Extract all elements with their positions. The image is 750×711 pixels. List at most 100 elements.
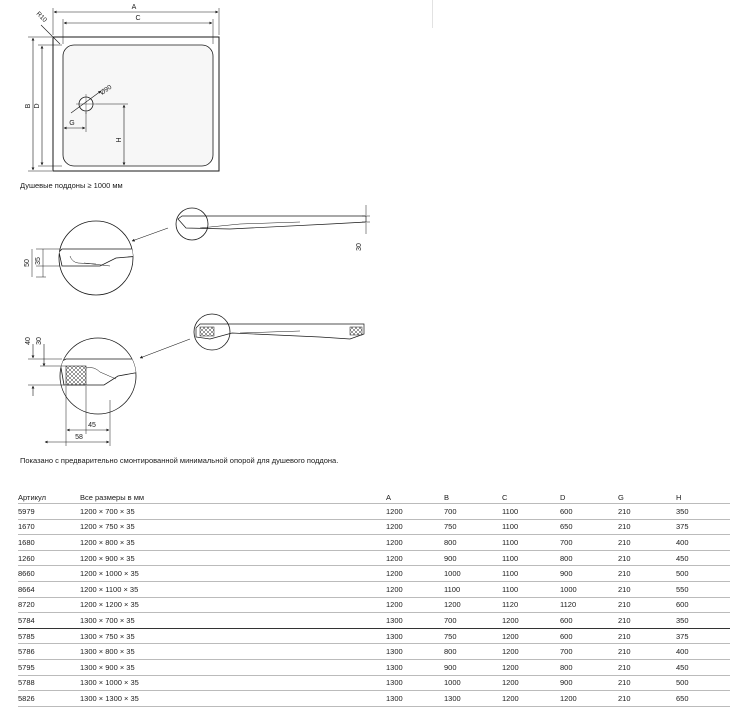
cell: 210 [618,643,676,660]
height-30-label: 30 [36,337,43,345]
cell: 1100 [502,503,560,520]
cell: 1200 [502,675,560,692]
cell: 1300 [386,675,444,692]
cell: 5795 [18,659,80,676]
header-h: H [676,491,730,504]
cell: 1200 [560,690,618,707]
table-row: 1670 1200 × 750 × 35 1200 750 1100 650 2… [18,519,730,536]
technical-drawing: A C R10 B D Ø90 G H 30 50 35 [24,4,370,446]
cell: 1300 × 800 × 35 [80,643,386,660]
cell: 1300 [386,628,444,645]
header-c: C [502,491,560,504]
width-45-label: 45 [88,422,96,429]
cell: 1100 [444,581,502,598]
cell: 8660 [18,565,80,582]
cell: 800 [444,643,502,660]
trays-caption: Душевые поддоны ≥ 1000 мм [20,181,123,190]
cell: 500 [676,565,730,582]
cell: 1300 [386,659,444,676]
cell: 1200 [386,503,444,520]
cell: 1300 × 1300 × 35 [80,690,386,707]
cell: 210 [618,690,676,707]
cell: 550 [676,581,730,598]
cell: 800 [560,550,618,567]
header-a: A [386,491,444,504]
table-row: 5785 1300 × 750 × 35 1300 750 1200 600 2… [18,628,730,645]
cell: 1200 × 750 × 35 [80,519,386,536]
cell: 600 [560,503,618,520]
cell: 1200 × 800 × 35 [80,534,386,551]
cell: 350 [676,612,730,629]
table-row: 5788 1300 × 1000 × 35 1300 1000 1200 900… [18,675,730,692]
height-35-label: 35 [35,257,42,265]
table-row: 8664 1200 × 1100 × 35 1200 1100 1100 100… [18,581,730,598]
cell: 1300 [444,690,502,707]
cell: 1100 [502,565,560,582]
cell: 350 [676,503,730,520]
cell: 1680 [18,534,80,551]
cell: 210 [618,597,676,614]
cell: 1200 [502,643,560,660]
cell: 1300 [386,612,444,629]
cell: 375 [676,519,730,536]
cell: 700 [444,612,502,629]
cell: 450 [676,659,730,676]
cell: 5979 [18,503,80,520]
separator-line [432,0,433,28]
cell: 1200 [502,659,560,676]
header-g: G [618,491,676,504]
cell: 1200 [502,628,560,645]
tray-inner-surface [62,44,214,167]
cell: 1300 × 1000 × 35 [80,675,386,692]
profile-height-label: 30 [356,243,363,251]
cell: 1200 × 1000 × 35 [80,565,386,582]
section-profile [131,205,370,242]
table-row: 5826 1300 × 1300 × 35 1300 1300 1200 120… [18,690,730,707]
cell: 1100 [502,581,560,598]
cell: 1300 [386,643,444,660]
cell: 700 [560,534,618,551]
cell: 210 [618,534,676,551]
cell: 5786 [18,643,80,660]
cell: 1200 × 1100 × 35 [80,581,386,598]
cell: 1200 [386,534,444,551]
cell: 1670 [18,519,80,536]
section-profile-with-support [139,313,365,359]
cell: 400 [676,643,730,660]
cell: 900 [560,675,618,692]
cell: 1260 [18,550,80,567]
cell: 400 [676,534,730,551]
dim-h-label: H [116,137,123,142]
detail-zoom-2 [28,337,137,446]
cell: 1100 [502,534,560,551]
detail-zoom-1 [31,220,134,296]
cell: 1300 × 750 × 35 [80,628,386,645]
cell: 5826 [18,690,80,707]
table-row: 8720 1200 × 1200 × 35 1200 1200 1120 112… [18,597,730,614]
cell: 5788 [18,675,80,692]
table-row: 5784 1300 × 700 × 35 1300 700 1200 600 2… [18,612,730,629]
cell: 1200 [502,612,560,629]
radius-label: R10 [35,10,49,24]
plan-view [28,8,220,172]
cell: 210 [618,519,676,536]
cell: 8720 [18,597,80,614]
tray-outline [52,36,220,172]
table-row: 5795 1300 × 900 × 35 1300 900 1200 800 2… [18,659,730,676]
cell: 210 [618,612,676,629]
header-article: Артикул [18,491,80,504]
cell: 210 [618,628,676,645]
cell: 900 [444,659,502,676]
cell: 900 [444,550,502,567]
cell: 1000 [444,565,502,582]
cell: 900 [560,565,618,582]
cell: 1200 × 700 × 35 [80,503,386,520]
width-58-label: 58 [75,434,83,441]
dim-b-label: B [25,103,32,108]
cell: 1200 × 900 × 35 [80,550,386,567]
cell: 1200 [386,581,444,598]
cell: 650 [676,690,730,707]
cell: 600 [676,597,730,614]
cell: 800 [560,659,618,676]
cell: 210 [618,675,676,692]
